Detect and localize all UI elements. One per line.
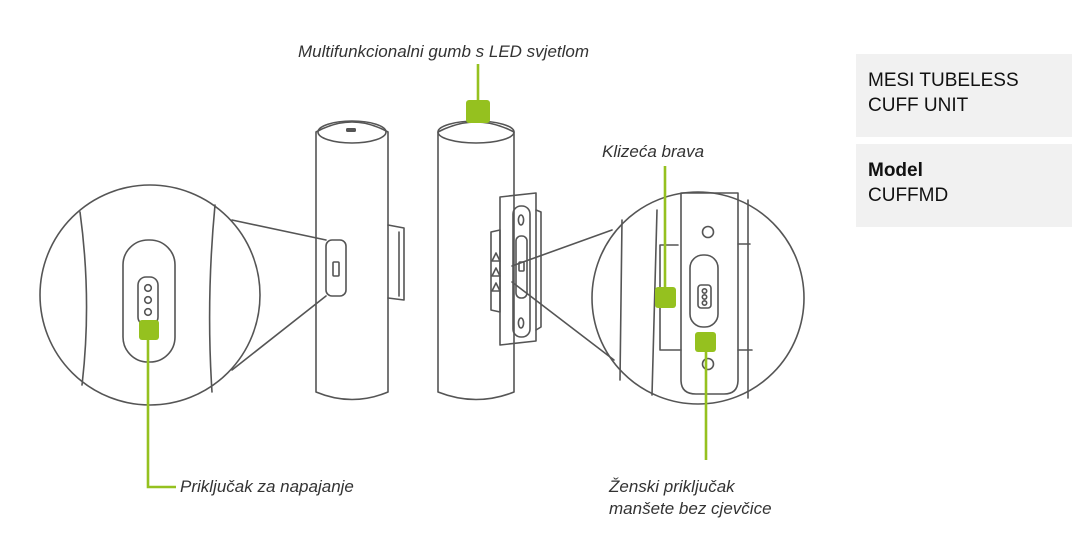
device-right-view bbox=[437, 120, 615, 401]
leader-line-power bbox=[146, 330, 176, 489]
model-panel: Model CUFFMD bbox=[856, 144, 1072, 227]
product-name-line2: CUFF UNIT bbox=[868, 95, 969, 116]
label-sliding-lock: Klizeća brava bbox=[602, 142, 705, 161]
zoom-power-port bbox=[39, 184, 327, 406]
device-left-view bbox=[315, 120, 405, 401]
label-female-connector: Ženski priključak manšete bez cjevčice bbox=[609, 476, 772, 520]
product-name-panel: MESI TUBELESS CUFF UNIT bbox=[856, 54, 1072, 137]
label-led-button: Multifunkcionalni gumb s LED svjetlom bbox=[298, 42, 590, 61]
female-connector-marker bbox=[695, 332, 716, 352]
label-power-port: Priključak za napajanje bbox=[180, 477, 354, 496]
power-port-marker bbox=[139, 320, 159, 340]
model-value: CUFFMD bbox=[868, 185, 949, 206]
product-name-line1: MESI TUBELESS bbox=[868, 70, 1019, 91]
label-female-connector-line1: Ženski priključak bbox=[609, 477, 735, 496]
sliding-lock-marker bbox=[655, 287, 676, 308]
led-button-marker bbox=[466, 100, 490, 123]
label-female-connector-line2: manšete bez cjevčice bbox=[609, 499, 772, 518]
model-label: Model bbox=[868, 160, 923, 181]
zoom-sliding-lock bbox=[591, 191, 805, 405]
